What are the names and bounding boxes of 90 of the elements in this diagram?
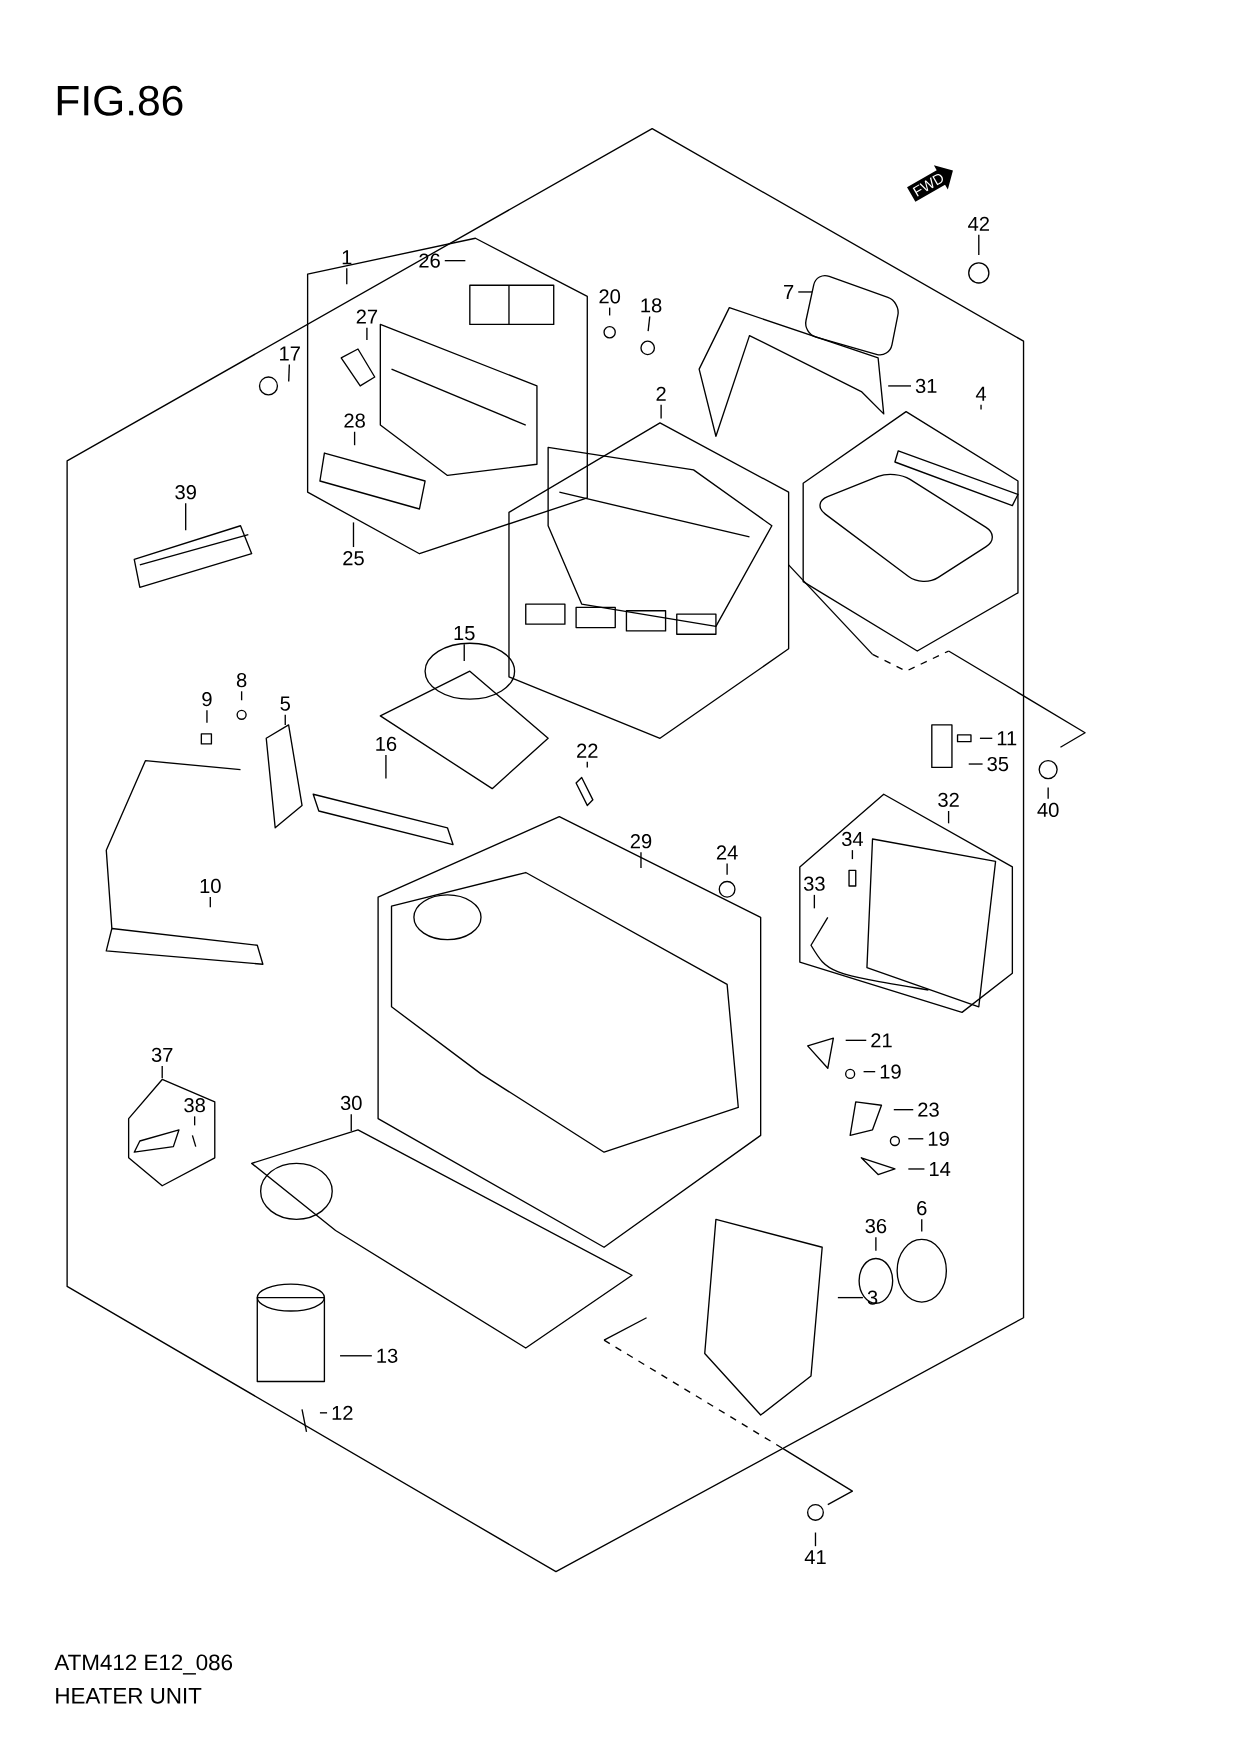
leader-line: [978, 234, 980, 256]
callout-number: 35: [987, 756, 1009, 772]
callout-number: 33: [804, 876, 825, 891]
callout-number: 38: [184, 1098, 206, 1113]
callout-number: 32: [938, 792, 959, 807]
leader-line: [366, 326, 368, 341]
leader-line: [288, 363, 291, 383]
callout-number: 15: [454, 626, 475, 641]
leader-line: [893, 1109, 915, 1111]
leader-line: [968, 763, 984, 765]
leader-line: [921, 1218, 923, 1233]
drawing-code: ATM412 E12_086: [54, 1654, 233, 1675]
leader-line: [851, 849, 854, 860]
leader-line: [948, 810, 950, 824]
leader-line: [907, 1138, 925, 1140]
callout-number: 42: [968, 216, 990, 231]
callout-number: 30: [341, 1095, 362, 1111]
callout-number: 28: [344, 413, 366, 428]
callout-number: 41: [804, 1550, 826, 1565]
leader-line: [845, 1039, 868, 1041]
callout-number: 12: [332, 1405, 353, 1420]
callout-number: 29: [631, 834, 652, 849]
callout-number: 6: [917, 1201, 927, 1216]
leader-line: [339, 1355, 373, 1357]
callout-number: 8: [237, 673, 247, 688]
leader-line: [647, 315, 651, 332]
callout-number: 5: [280, 696, 291, 711]
leader-line: [209, 896, 212, 908]
callout-number: 24: [717, 845, 738, 860]
callout-number: 23: [918, 1102, 939, 1117]
callout-number: 16: [376, 736, 397, 752]
leader-line: [354, 431, 356, 446]
callout-number: 11: [998, 731, 1017, 746]
leader-line: [463, 643, 466, 662]
forward-arrow-sign: FWD: [907, 165, 954, 202]
leader-line: [797, 291, 813, 293]
leader-line: [980, 404, 982, 411]
callout-number: 27: [356, 309, 378, 324]
drawing-title: HEATER UNIT: [56, 1688, 202, 1704]
leader-line: [660, 404, 662, 420]
leader-line: [815, 1531, 817, 1547]
leader-line: [887, 385, 912, 387]
leader-line: [346, 267, 348, 285]
leader-line: [161, 1065, 164, 1080]
leader-line: [241, 690, 243, 701]
callout-number: 10: [200, 878, 221, 894]
callout-number: 22: [577, 743, 598, 758]
leader-line: [837, 1296, 864, 1299]
callout-number: 9: [202, 692, 212, 707]
leader-line: [609, 306, 611, 317]
callout-number: 19: [929, 1131, 949, 1146]
leader-line: [185, 502, 187, 531]
callout-number: 39: [175, 485, 197, 500]
leader-line: [319, 1412, 328, 1414]
leader-line: [194, 1115, 196, 1126]
leader-line: [350, 1113, 353, 1132]
callout-number: 4: [976, 386, 987, 401]
callout-number: 19: [881, 1064, 901, 1079]
leader-line: [284, 714, 287, 726]
callout-number: 34: [842, 831, 864, 847]
leader-line: [353, 521, 355, 548]
callout-number: 2: [656, 386, 666, 401]
callout-number: 31: [916, 378, 937, 394]
leader-line: [206, 709, 208, 724]
callout-number: 1: [342, 250, 352, 265]
callout-number: 13: [377, 1348, 398, 1363]
leader-line: [907, 1168, 926, 1170]
callout-number: 40: [1037, 802, 1059, 818]
figure-number: FIG.86: [58, 85, 183, 116]
leader-line: [1047, 786, 1050, 800]
callout-number: 36: [865, 1218, 887, 1234]
leader-line: [979, 737, 994, 739]
leader-line: [726, 862, 728, 876]
leader-line: [385, 754, 387, 780]
callout-number: 17: [280, 346, 301, 361]
callout-number: 37: [152, 1047, 173, 1062]
callout-number: 7: [784, 285, 794, 299]
leader-line: [863, 1071, 877, 1073]
callout-number: 20: [599, 289, 621, 304]
callout-number: 25: [343, 551, 365, 566]
leader-line: [444, 259, 467, 262]
callout-number: 21: [871, 1033, 892, 1048]
leader-line: [875, 1236, 877, 1252]
callout-number: 26: [419, 253, 441, 268]
callout-number: 14: [930, 1162, 951, 1176]
callout-number: 3: [867, 1290, 878, 1305]
leader-line: [586, 761, 589, 769]
leader-line: [813, 894, 816, 909]
callout-number: 18: [641, 298, 662, 313]
leader-line: [640, 851, 642, 869]
